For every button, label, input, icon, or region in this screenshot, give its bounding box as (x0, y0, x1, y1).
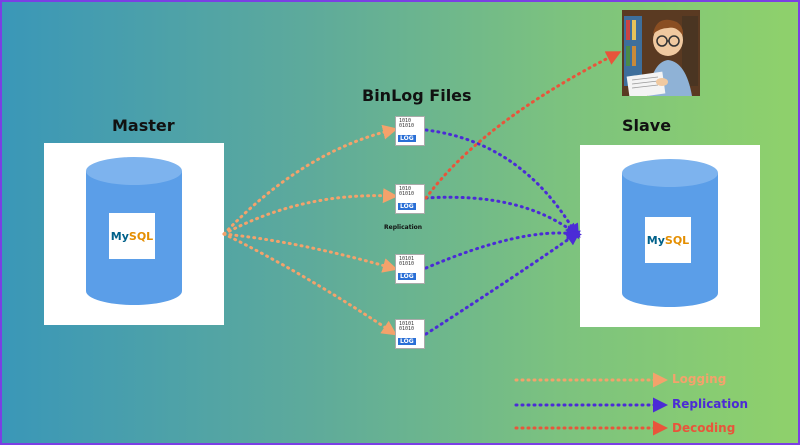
person-reading-illustration (622, 10, 700, 96)
replication-caption: Replication (384, 224, 423, 231)
replication-arrows (424, 128, 582, 336)
legend-decoding: Decoding (672, 421, 736, 435)
slave-panel: MySQL (580, 145, 760, 327)
binlog-heading: BinLog Files (362, 86, 472, 105)
slave-mysql-logo: MySQL (645, 217, 691, 263)
master-heading: Master (112, 116, 175, 135)
decoding-arrow (424, 51, 622, 200)
slave-heading: Slave (622, 116, 672, 135)
legend-replication: Replication (672, 397, 749, 411)
master-panel: MySQL (44, 143, 224, 325)
master-mysql-logo: MySQL (109, 213, 155, 259)
legend-logging: Logging (672, 372, 727, 386)
logging-arrows (222, 124, 398, 336)
